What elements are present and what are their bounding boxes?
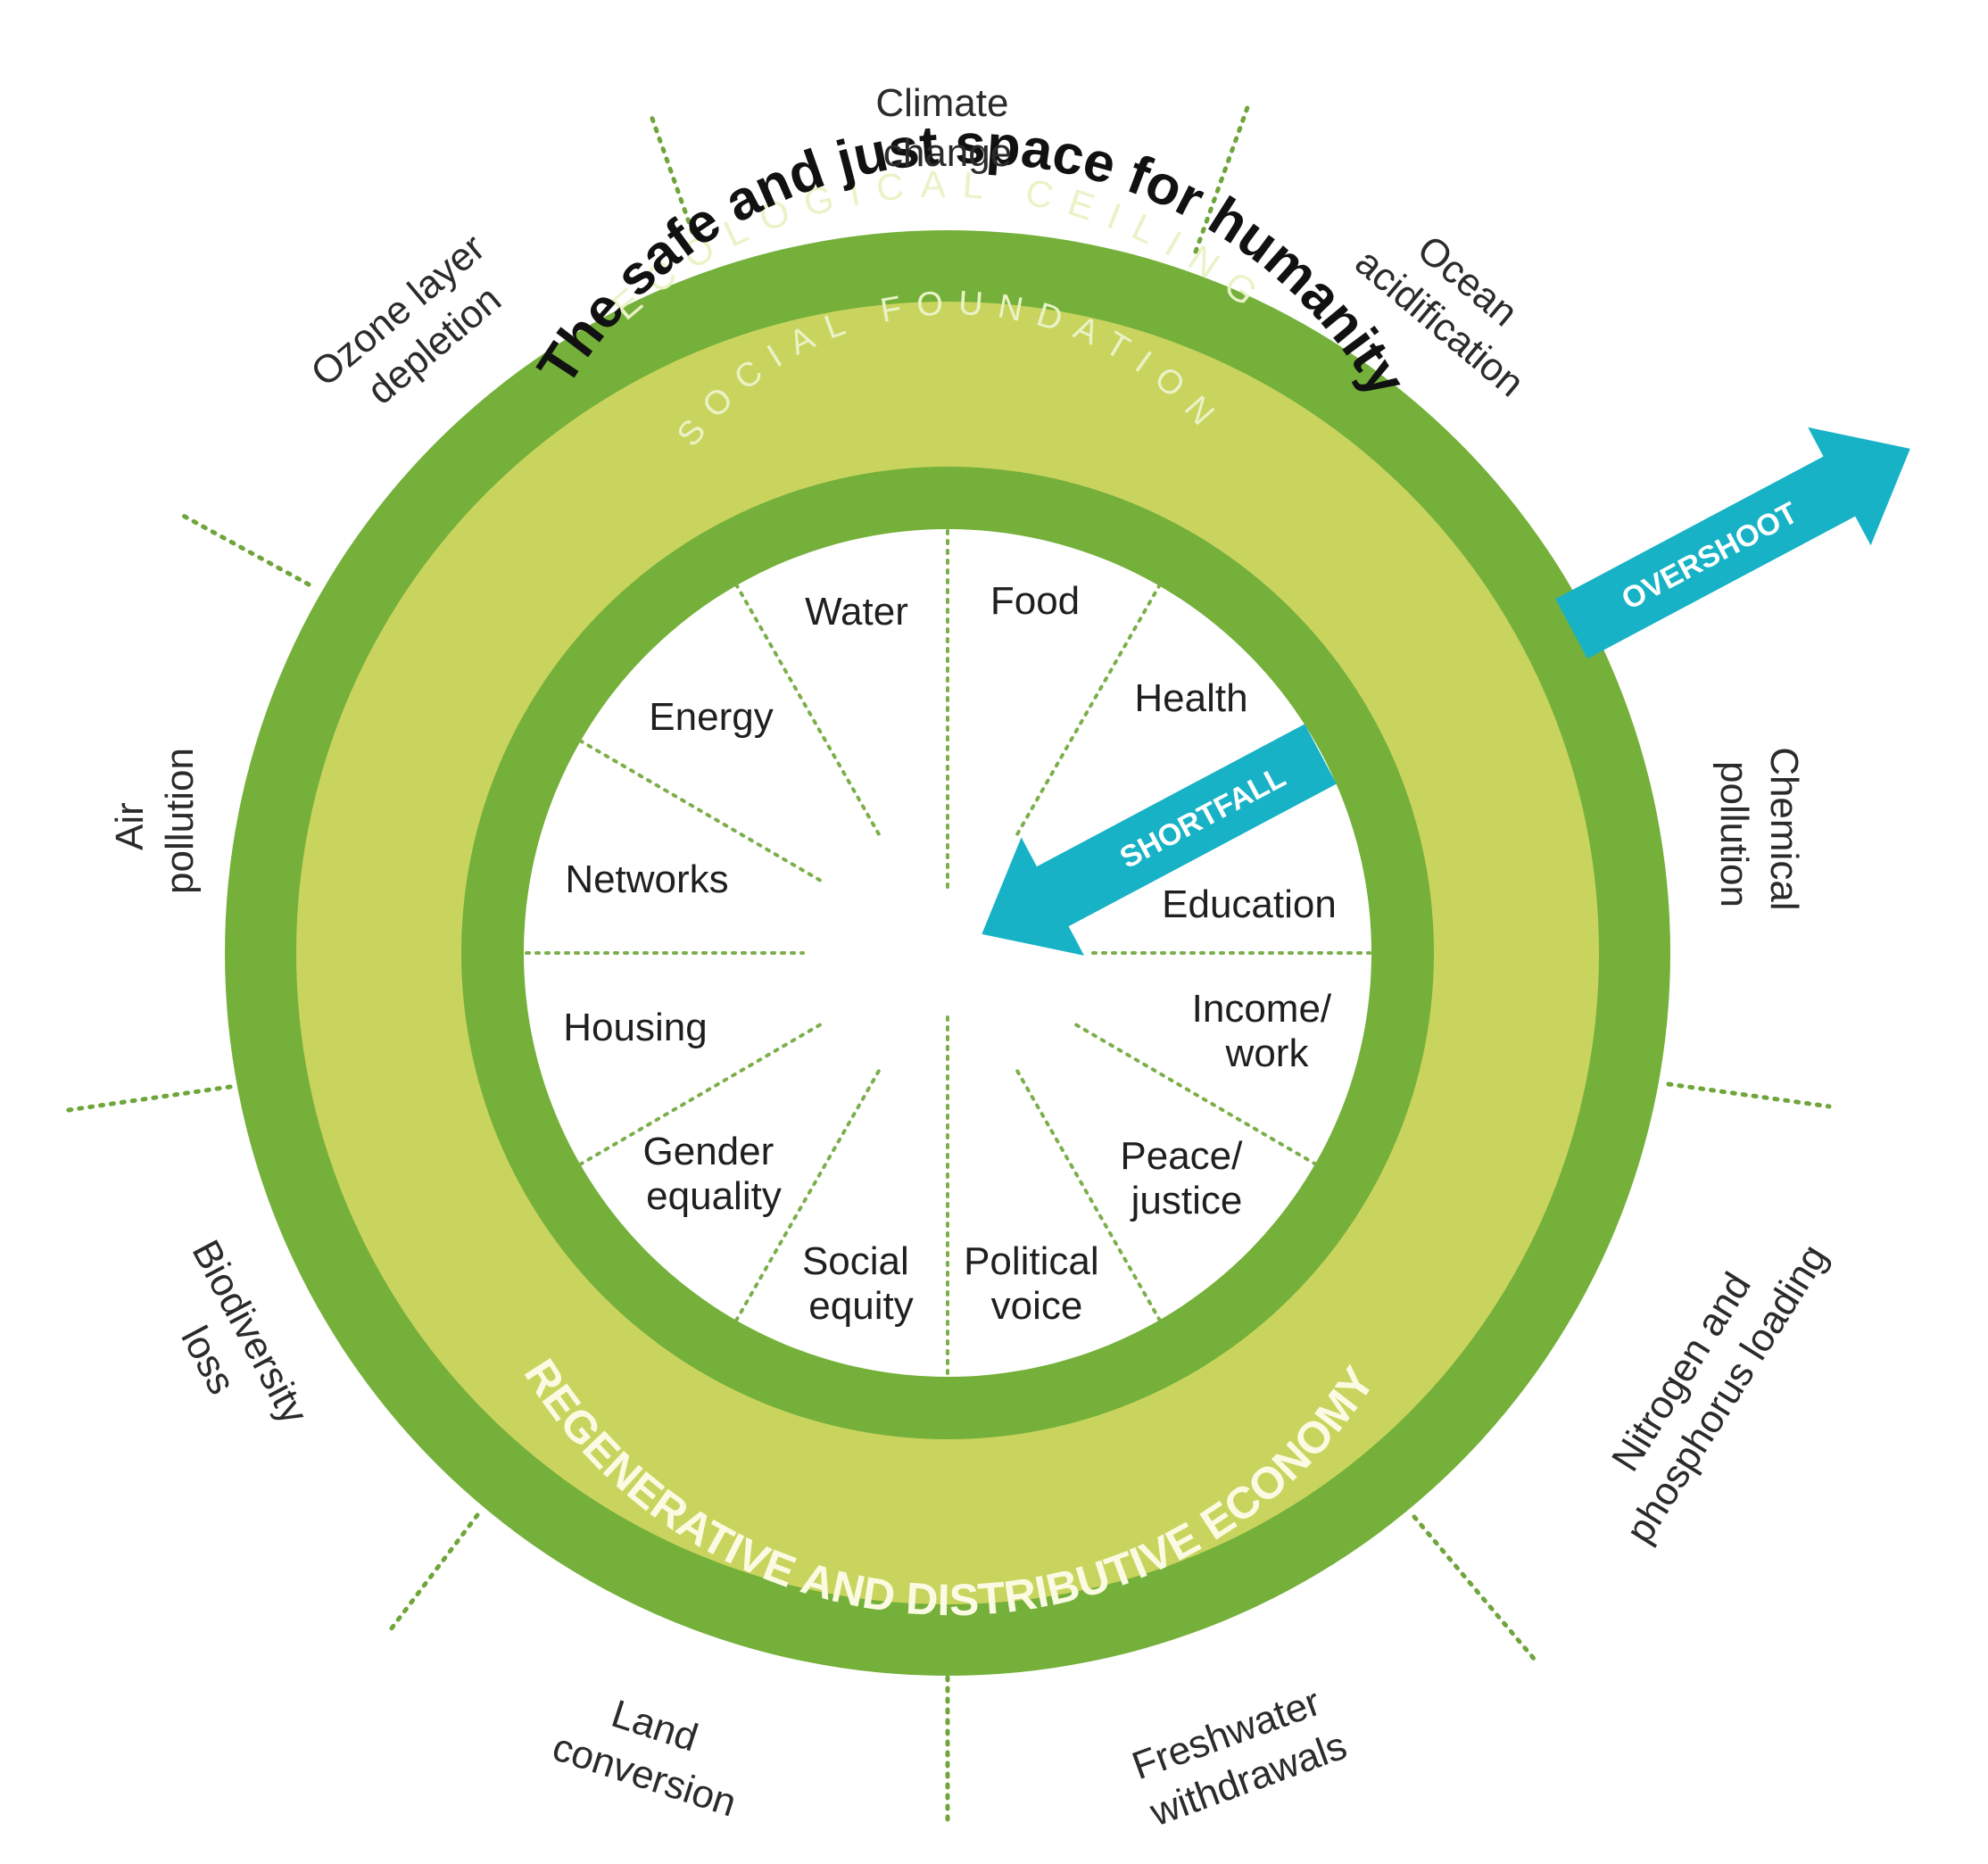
inner-label-energy: Energy: [649, 695, 773, 739]
outer-label-land-conversion: Land conversion: [547, 1678, 757, 1826]
outer-divider-line: [1193, 100, 1252, 254]
social-foundation-labels: Food Health Education Income/ work Peace…: [563, 579, 1343, 1328]
inner-label-peace-justice: Peace/ justice: [1120, 1134, 1253, 1222]
outer-label-biodiversity-loss: Biodiversity loss: [139, 1233, 321, 1464]
outer-divider-line: [176, 510, 311, 587]
inner-label-food: Food: [990, 579, 1080, 623]
inner-label-political-voice: Political voice: [964, 1239, 1110, 1328]
inner-divider-line: [734, 1069, 881, 1322]
inner-divider-line: [1069, 1020, 1318, 1166]
inner-divider-line: [578, 739, 827, 885]
shortfall-arrow-shape: [982, 724, 1337, 956]
overshoot-arrow-shape: [1555, 427, 1910, 659]
inner-center-disc: [524, 529, 1371, 1377]
outer-label-climate-change: Climate change: [875, 81, 1019, 175]
outer-divider-line: [385, 1512, 480, 1636]
outer-label-freshwater-withdrawals: Freshwater withdrawals: [1127, 1677, 1354, 1835]
inner-label-water: Water: [805, 590, 908, 634]
inner-label-social-equity: Social equity: [802, 1239, 920, 1328]
inner-label-education: Education: [1162, 882, 1337, 926]
inner-divider-line: [734, 583, 881, 836]
outer-radial-lines: [60, 100, 1832, 1823]
inner-label-health: Health: [1134, 676, 1247, 720]
outer-divider-line: [649, 113, 695, 235]
inner-label-housing: Housing: [563, 1006, 707, 1049]
inner-label-networks: Networks: [565, 857, 728, 901]
inner-label-gender-equality: Gender equality: [643, 1130, 785, 1218]
inner-divider-line: [1015, 583, 1162, 836]
outer-label-air-pollution: Air pollution: [108, 748, 202, 894]
inner-divider-line: [1015, 1069, 1162, 1322]
outer-divider-line: [60, 1084, 233, 1114]
inner-label-income-work: Income/ work: [1192, 987, 1343, 1075]
overshoot-arrow: OVERSHOOT: [1555, 427, 1910, 659]
outer-label-nitrogen-phosphorus: Nitrogen and phosphorus loading: [1575, 1210, 1836, 1550]
inner-divider-line: [578, 1020, 827, 1166]
outer-divider-line: [1412, 1514, 1537, 1662]
outer-divider-line: [1666, 1081, 1832, 1109]
outer-label-chemical-pollution: Chemical pollution: [1712, 747, 1806, 922]
inner-radial-lines: [525, 529, 1371, 1380]
